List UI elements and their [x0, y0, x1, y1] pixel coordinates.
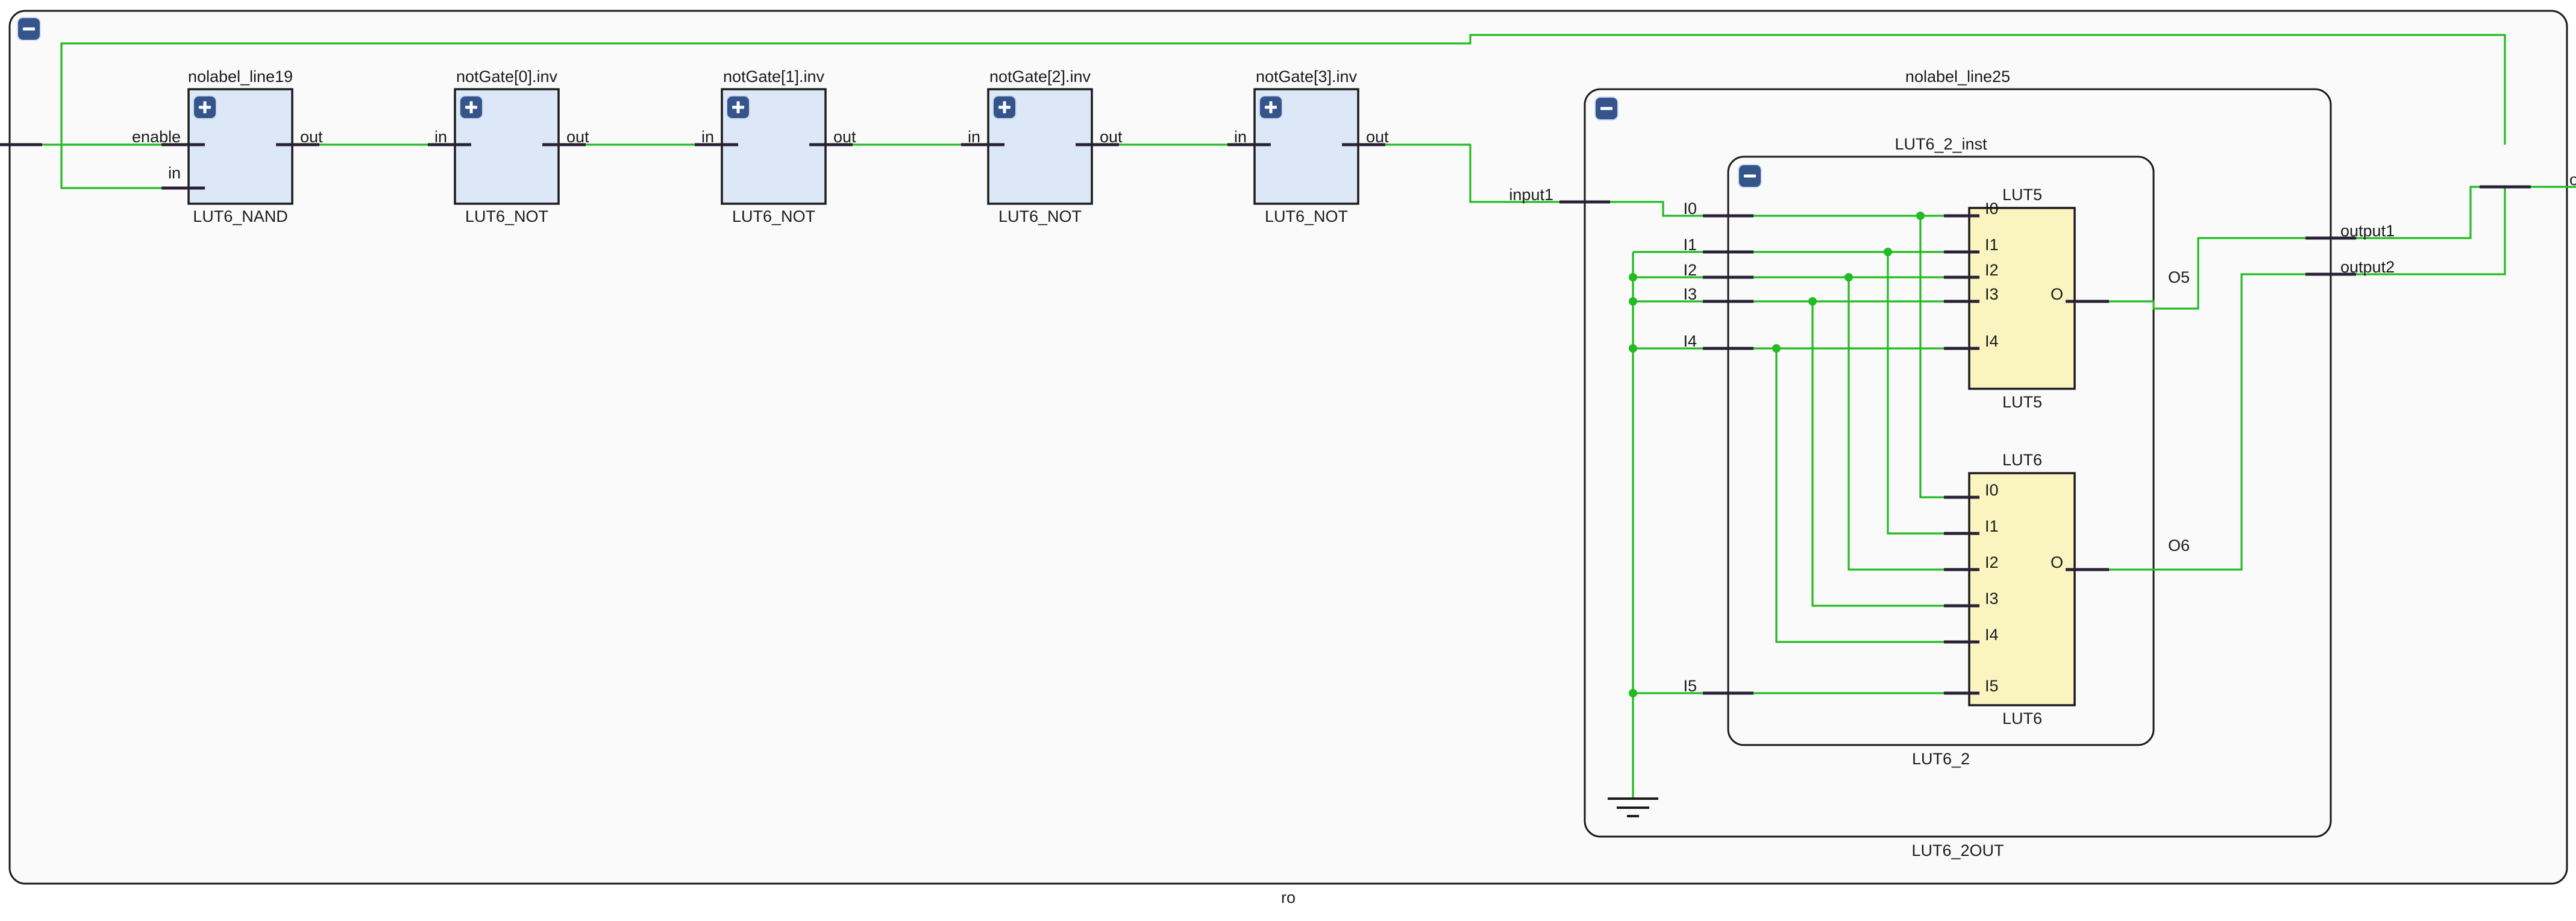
net-label-nolabel-line25: nolabel_line25 [1905, 68, 2011, 86]
type-label-notgate-0: LUT6_NOT [465, 207, 549, 225]
port-label-notgate-0-in: in [434, 128, 447, 146]
port-label-lut6-2-i5: I5 [1683, 677, 1697, 695]
net-label-o5: O5 [2168, 268, 2190, 286]
port-label-enable: enable [131, 128, 181, 146]
instance-label-lut6-2-inst: LUT6_2_inst [1894, 135, 1987, 153]
instance-label-notgate-1: notGate[1].inv [722, 68, 825, 86]
primitive-body-lut6 [1968, 472, 2076, 706]
collapse-icon-lut6-2out[interactable] [1596, 98, 1617, 119]
net-input1 [1585, 201, 1728, 217]
type-label-notgate-3: LUT6_NOT [1264, 207, 1349, 225]
primitive-footer-lut5: LUT5 [2002, 393, 2043, 411]
expand-icon-notgate-1[interactable] [727, 96, 749, 118]
expand-icon-notgate-2[interactable] [994, 96, 1015, 118]
pin-label-lut5-i3: I3 [1985, 285, 1999, 303]
primitive-title-lut6: LUT6 [2002, 451, 2043, 469]
port-label-lut6-2-i3: I3 [1683, 285, 1697, 303]
pin-label-lut6-i2: I2 [1985, 553, 1999, 571]
port-label-notgate-0-out: out [566, 128, 589, 146]
gate-body-notgate-0 [454, 88, 560, 205]
module-boundary-lut6-2 [1727, 156, 2155, 746]
module-label-lut6-2: LUT6_2 [1911, 750, 1970, 768]
collapse-icon-ro[interactable] [18, 18, 40, 40]
primitive-body-lut5 [1968, 207, 2076, 390]
port-label-nand-out: out [300, 128, 323, 146]
port-label-input1: input1 [1509, 186, 1553, 204]
pin-label-lut5-i4: I4 [1985, 332, 1999, 350]
type-label-notgate-2: LUT6_NOT [998, 207, 1082, 225]
port-label-notgate-1-out: out [833, 128, 856, 146]
port-label-notgate-1-in: in [701, 128, 714, 146]
port-label-edge-clipped: o [2569, 171, 2576, 189]
pin-stubs [0, 143, 2531, 695]
pin-label-lut6-i4: I4 [1985, 626, 1999, 644]
module-label-lut6-2out: LUT6_2OUT [1911, 841, 2004, 860]
gate-body-notgate-2 [987, 88, 1093, 205]
port-label-lut6-2-i0: I0 [1683, 200, 1697, 218]
net-lut5-to-lut6-fanout [1772, 212, 1969, 643]
expand-icon-nolabel-line19[interactable] [194, 96, 216, 118]
pin-label-lut6-i5: I5 [1985, 677, 1999, 695]
type-label-notgate-1: LUT6_NOT [732, 207, 816, 225]
net-o5-output1 [2075, 237, 2331, 310]
primitive-title-lut5: LUT5 [2002, 186, 2043, 204]
port-label-notgate-3-in: in [1233, 128, 1247, 146]
port-label-notgate-3-out: out [1366, 128, 1389, 146]
port-label-notgate-2-in: in [967, 128, 980, 146]
port-label-lut6-2-i2: I2 [1683, 261, 1697, 279]
port-label-lut6-2-i1: I1 [1683, 236, 1697, 254]
module-label-ro: ro [1280, 888, 1296, 907]
instance-label-nolabel-line19: nolabel_line19 [187, 68, 293, 86]
instance-label-notgate-3: notGate[3].inv [1255, 68, 1358, 86]
port-label-notgate-2-out: out [1100, 128, 1123, 146]
instance-label-notgate-2: notGate[2].inv [989, 68, 1091, 86]
pin-label-lut5-i0: I0 [1985, 200, 1999, 218]
type-label-nolabel-line19: LUT6_NAND [193, 207, 288, 225]
net-label-o6: O6 [2168, 536, 2190, 555]
pin-label-lut5-i1: I1 [1985, 236, 1999, 254]
pin-label-lut6-o: O [2050, 553, 2063, 571]
collapse-icon-lut6-2[interactable] [1739, 165, 1761, 187]
port-label-lut6-2-i4: I4 [1683, 332, 1697, 350]
port-label-nand-in: in [168, 164, 181, 182]
expand-icon-notgate-3[interactable] [1260, 96, 1282, 118]
pin-label-lut5-o: O [2050, 285, 2063, 303]
port-label-output2: output2 [2340, 258, 2395, 276]
pin-label-lut6-i3: I3 [1985, 589, 1999, 608]
port-label-output1: output1 [2340, 222, 2395, 240]
instance-label-notgate-0: notGate[0].inv [456, 68, 558, 86]
pin-label-lut6-i0: I0 [1985, 481, 1999, 499]
expand-icon-notgate-0[interactable] [460, 96, 482, 118]
pin-label-lut5-i2: I2 [1985, 261, 1999, 279]
primitive-footer-lut6: LUT6 [2002, 709, 2043, 728]
ground-symbol [1608, 797, 1658, 817]
net-o6-output2 [2075, 273, 2331, 571]
pin-label-lut6-i1: I1 [1985, 517, 1999, 535]
